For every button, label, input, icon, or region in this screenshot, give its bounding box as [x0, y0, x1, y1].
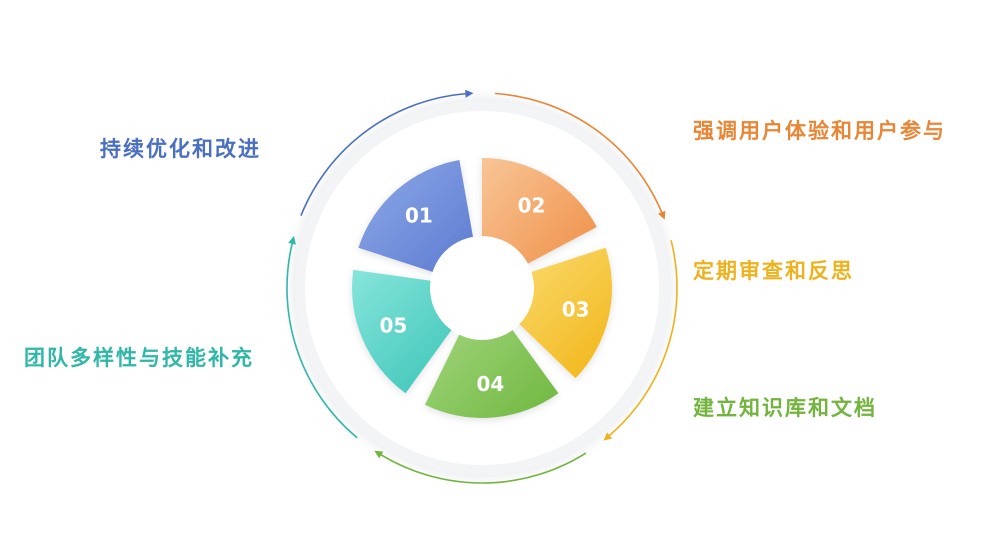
arrowhead-05 — [288, 236, 296, 245]
step-label-01: 持续优化和改进 — [100, 137, 261, 161]
arrowhead-04 — [374, 450, 384, 459]
arrow-arc-02 — [494, 92, 664, 216]
petal-number-04: 04 — [476, 372, 504, 396]
arrow-arc-04 — [377, 452, 587, 484]
arrowhead-01 — [465, 89, 474, 98]
center-circle — [430, 236, 534, 340]
arrow-arc-05 — [286, 240, 358, 439]
petal-number-01: 01 — [405, 203, 433, 227]
step-label-03: 定期审查和反思 — [693, 259, 854, 283]
petal-number-05: 05 — [379, 314, 407, 338]
petal-04 — [425, 288, 559, 418]
step-label-04: 建立知识库和文档 — [693, 396, 877, 420]
petal-number-03: 03 — [562, 298, 590, 322]
arrowhead-03 — [603, 432, 613, 441]
petal-numbers: 01 02 03 04 05 — [379, 194, 589, 396]
arrow-arc-01 — [300, 92, 470, 216]
outer-arrow-arcs — [286, 89, 678, 484]
step-label-05: 团队多样性与技能补充 — [24, 346, 254, 370]
petal-number-02: 02 — [518, 194, 546, 218]
arrowhead-02 — [658, 210, 666, 220]
arrow-arc-03 — [606, 240, 678, 439]
step-label-02: 强调用户体验和用户参与 — [693, 119, 946, 143]
